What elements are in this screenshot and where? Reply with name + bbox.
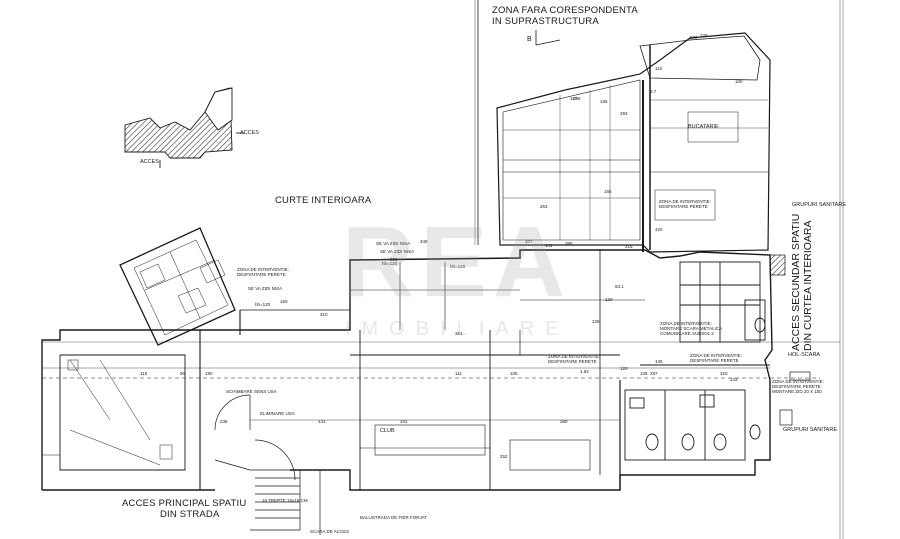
entrance-stairs <box>214 394 350 535</box>
dimension-label: 3.7 <box>650 89 657 94</box>
dimension-label: 420 <box>655 227 663 232</box>
dimension-label: 180 <box>205 371 213 376</box>
label-zona-interventie-2: ZONA DE INTERVENTIE:DESFIINTARE PERETE <box>659 199 711 209</box>
dimension-label: 160 <box>280 299 288 304</box>
dimension-label: 100 <box>735 79 743 84</box>
label-acces-principal-2: DIN STRADA <box>160 509 220 520</box>
label-zona-fara: ZONA FARA CORESPONDENTA <box>492 5 638 16</box>
label-hh-3: hh=120 <box>450 264 466 269</box>
dimension-label: 296 <box>573 96 581 101</box>
dimension-label: 293 <box>620 111 628 116</box>
dimension-label: 1.84 <box>580 369 589 374</box>
dimension-label: 105 <box>640 371 648 376</box>
label-zona-interventie-3: ZONA DE INTERVENTIE:MONTARE SCARA METALI… <box>660 321 723 336</box>
dimension-label: 350 <box>390 257 398 262</box>
watermark-brand: REA <box>342 206 572 318</box>
dimension-label: 110 <box>655 66 663 71</box>
dimension-label: 117 <box>570 96 578 101</box>
dimension-label: 349 <box>420 239 428 244</box>
label-section-mark: B <box>527 36 532 43</box>
dimension-label: 380 <box>560 419 568 424</box>
dimension-label: 570 <box>690 35 698 40</box>
upper-block <box>496 32 771 253</box>
label-trepte: 16 TREPTE 16х18 CM <box>262 498 308 503</box>
label-grupuri-top: GRUPURI SANITARE <box>792 202 846 208</box>
dimension-label: 120 <box>620 366 628 371</box>
dimension-label: 135 <box>600 99 608 104</box>
label-se-va-zidi-2: SE VA ZIDI NISA <box>248 286 283 291</box>
dimension-label: 115 <box>140 371 148 376</box>
tilted-block <box>119 227 236 346</box>
dimension-label: 263 <box>540 204 548 209</box>
label-acces-key-2: ACCES <box>140 159 159 165</box>
label-eliminare-usa: ELIMINARE USA <box>260 411 295 416</box>
label-schimbare-sens: SCHIMBARE SENS USA <box>226 389 277 394</box>
label-club: CLUB <box>380 428 395 434</box>
dimension-label: 90 <box>180 371 186 376</box>
dimension-label: 145 <box>655 359 663 364</box>
dimension-label: 225 <box>592 319 600 324</box>
label-zona-interventie-1: ZONA DE INTERVENTIE:DESFIINTARE PERETE <box>237 267 289 277</box>
watermark-sub: IMOBILIARE <box>345 318 570 340</box>
sanitary-block <box>624 261 770 461</box>
dimension-label: 111 <box>455 371 462 376</box>
label-acces-principal: ACCES PRINCIPAL SPATIU <box>122 498 247 509</box>
label-se-va-zidi-3: SE VA ZIDI NISA <box>380 249 415 254</box>
label-hh-1: hh=120 <box>382 261 398 266</box>
dimension-label: 141 <box>545 243 553 248</box>
label-hh-2: hh=120 <box>255 302 271 307</box>
label-se-va-zidi-1: SE VA ZIDI NISA <box>376 241 411 246</box>
label-curte: CURTE INTERIOARA <box>275 195 372 206</box>
right-niche <box>769 254 811 426</box>
dimension-label: 320 <box>720 371 728 376</box>
dimension-label: 361 <box>455 331 463 336</box>
dimension-label: 53.1 <box>615 284 624 289</box>
label-balustrada: BALUSTRADA DE FIER FORJAT <box>360 515 428 520</box>
dimension-label: 235 <box>220 419 228 424</box>
label-scara-acces: SCARA DE ACCES <box>310 529 350 534</box>
dimension-label: 380 <box>565 241 573 246</box>
dimension-label: 141 <box>318 419 326 424</box>
label-hol-scara: HOL-SCARA <box>788 352 821 358</box>
dimension-label: 107 <box>525 239 533 244</box>
dimension-label: 120 <box>605 297 613 302</box>
label-grupuri-bottom: GRUPURI SANITARE <box>783 427 837 433</box>
key-plan <box>124 87 244 168</box>
label-acces-key: ACCES <box>240 130 259 136</box>
label-zona-interventie-4: ZONA DE INTERVENTIE:DESFIINTARE PERETE <box>548 354 600 364</box>
dimension-label: 252 <box>500 454 508 459</box>
dimension-label: 341 <box>400 419 408 424</box>
dimension-label: 233 <box>730 377 738 382</box>
label-zona-fara-2: IN SUPRASTRUCTURA <box>492 16 599 27</box>
dimension-label: 105 <box>510 371 518 376</box>
dimension-label: 165 <box>604 189 612 194</box>
dimension-label: 215 <box>625 244 633 249</box>
dimension-label: 228 <box>700 33 708 38</box>
main-floor <box>41 249 840 491</box>
dimension-label: 310 <box>320 312 328 317</box>
dimension-label: 287 <box>650 371 658 376</box>
label-bucatarie: BUCATARIE <box>688 124 719 130</box>
label-zona-interventie-6: ZONA DE INTERVENTIE:DESFIINTARE PERETE <box>690 353 742 363</box>
